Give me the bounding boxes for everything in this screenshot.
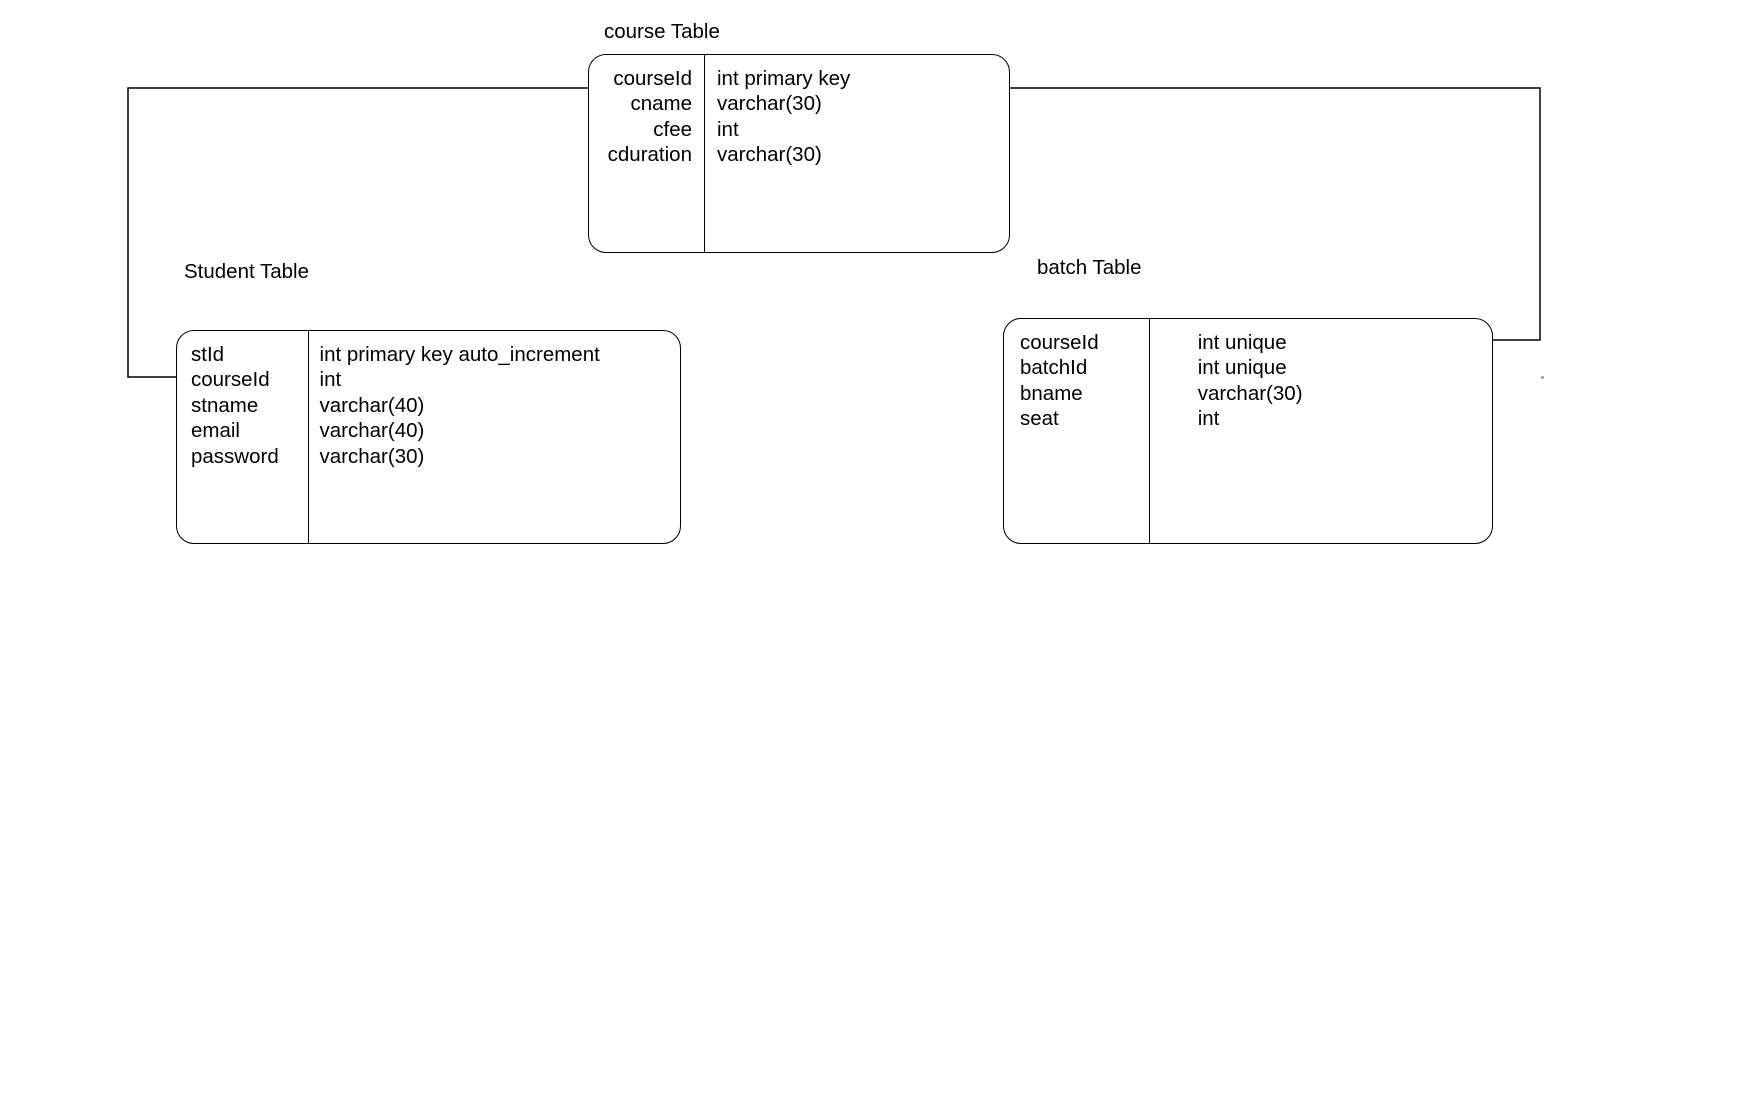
student-field-names: stId courseId stname email password bbox=[177, 331, 308, 469]
stray-dot-artifact bbox=[1541, 376, 1544, 379]
field-name: batchId bbox=[1020, 356, 1088, 380]
field-type: int unique bbox=[1197, 356, 1287, 380]
field-type: int bbox=[319, 368, 342, 392]
batch-table[interactable]: courseId batchId bname seat int unique i… bbox=[1003, 318, 1493, 544]
batch-field-names: courseId batchId bname seat bbox=[1004, 319, 1149, 432]
batch-table-title: batch Table bbox=[1037, 256, 1142, 279]
field-name: email bbox=[191, 419, 240, 443]
field-name: cname bbox=[630, 92, 692, 116]
field-name: seat bbox=[1020, 407, 1059, 431]
field-name: courseId bbox=[191, 368, 270, 392]
field-name: cfee bbox=[653, 117, 692, 141]
course-field-types: int primary key varchar(30) int varchar(… bbox=[704, 55, 1009, 252]
course-field-names: courseId cname cfee cduration bbox=[589, 55, 704, 168]
field-type: int primary key auto_increment bbox=[319, 343, 600, 366]
field-type: varchar(30) bbox=[319, 444, 425, 468]
student-field-types: int primary key auto_increment int varch… bbox=[307, 331, 680, 543]
student-table[interactable]: stId courseId stname email password int … bbox=[176, 330, 681, 544]
field-type: int bbox=[1197, 407, 1220, 431]
field-type: int bbox=[717, 117, 739, 141]
connector-course-batch bbox=[1009, 87, 1541, 341]
field-name: courseId bbox=[613, 67, 692, 90]
field-name: stId bbox=[191, 343, 225, 366]
field-name: cduration bbox=[607, 143, 692, 167]
field-type: varchar(30) bbox=[717, 92, 822, 116]
field-type: varchar(30) bbox=[717, 143, 822, 167]
field-type: varchar(40) bbox=[319, 419, 425, 443]
course-table[interactable]: courseId cname cfee cduration int primar… bbox=[588, 54, 1010, 253]
field-name: courseId bbox=[1020, 331, 1099, 354]
field-name: bname bbox=[1020, 381, 1083, 405]
field-type: varchar(40) bbox=[319, 393, 425, 417]
field-type: varchar(30) bbox=[1197, 381, 1303, 405]
field-type: int unique bbox=[1197, 331, 1287, 354]
course-table-title: course Table bbox=[604, 20, 720, 43]
field-name: password bbox=[191, 444, 279, 468]
student-table-title: Student Table bbox=[184, 260, 310, 283]
batch-field-types: int unique int unique varchar(30) int bbox=[1148, 319, 1492, 543]
field-name: stname bbox=[191, 393, 259, 417]
field-type: int primary key bbox=[717, 67, 851, 90]
